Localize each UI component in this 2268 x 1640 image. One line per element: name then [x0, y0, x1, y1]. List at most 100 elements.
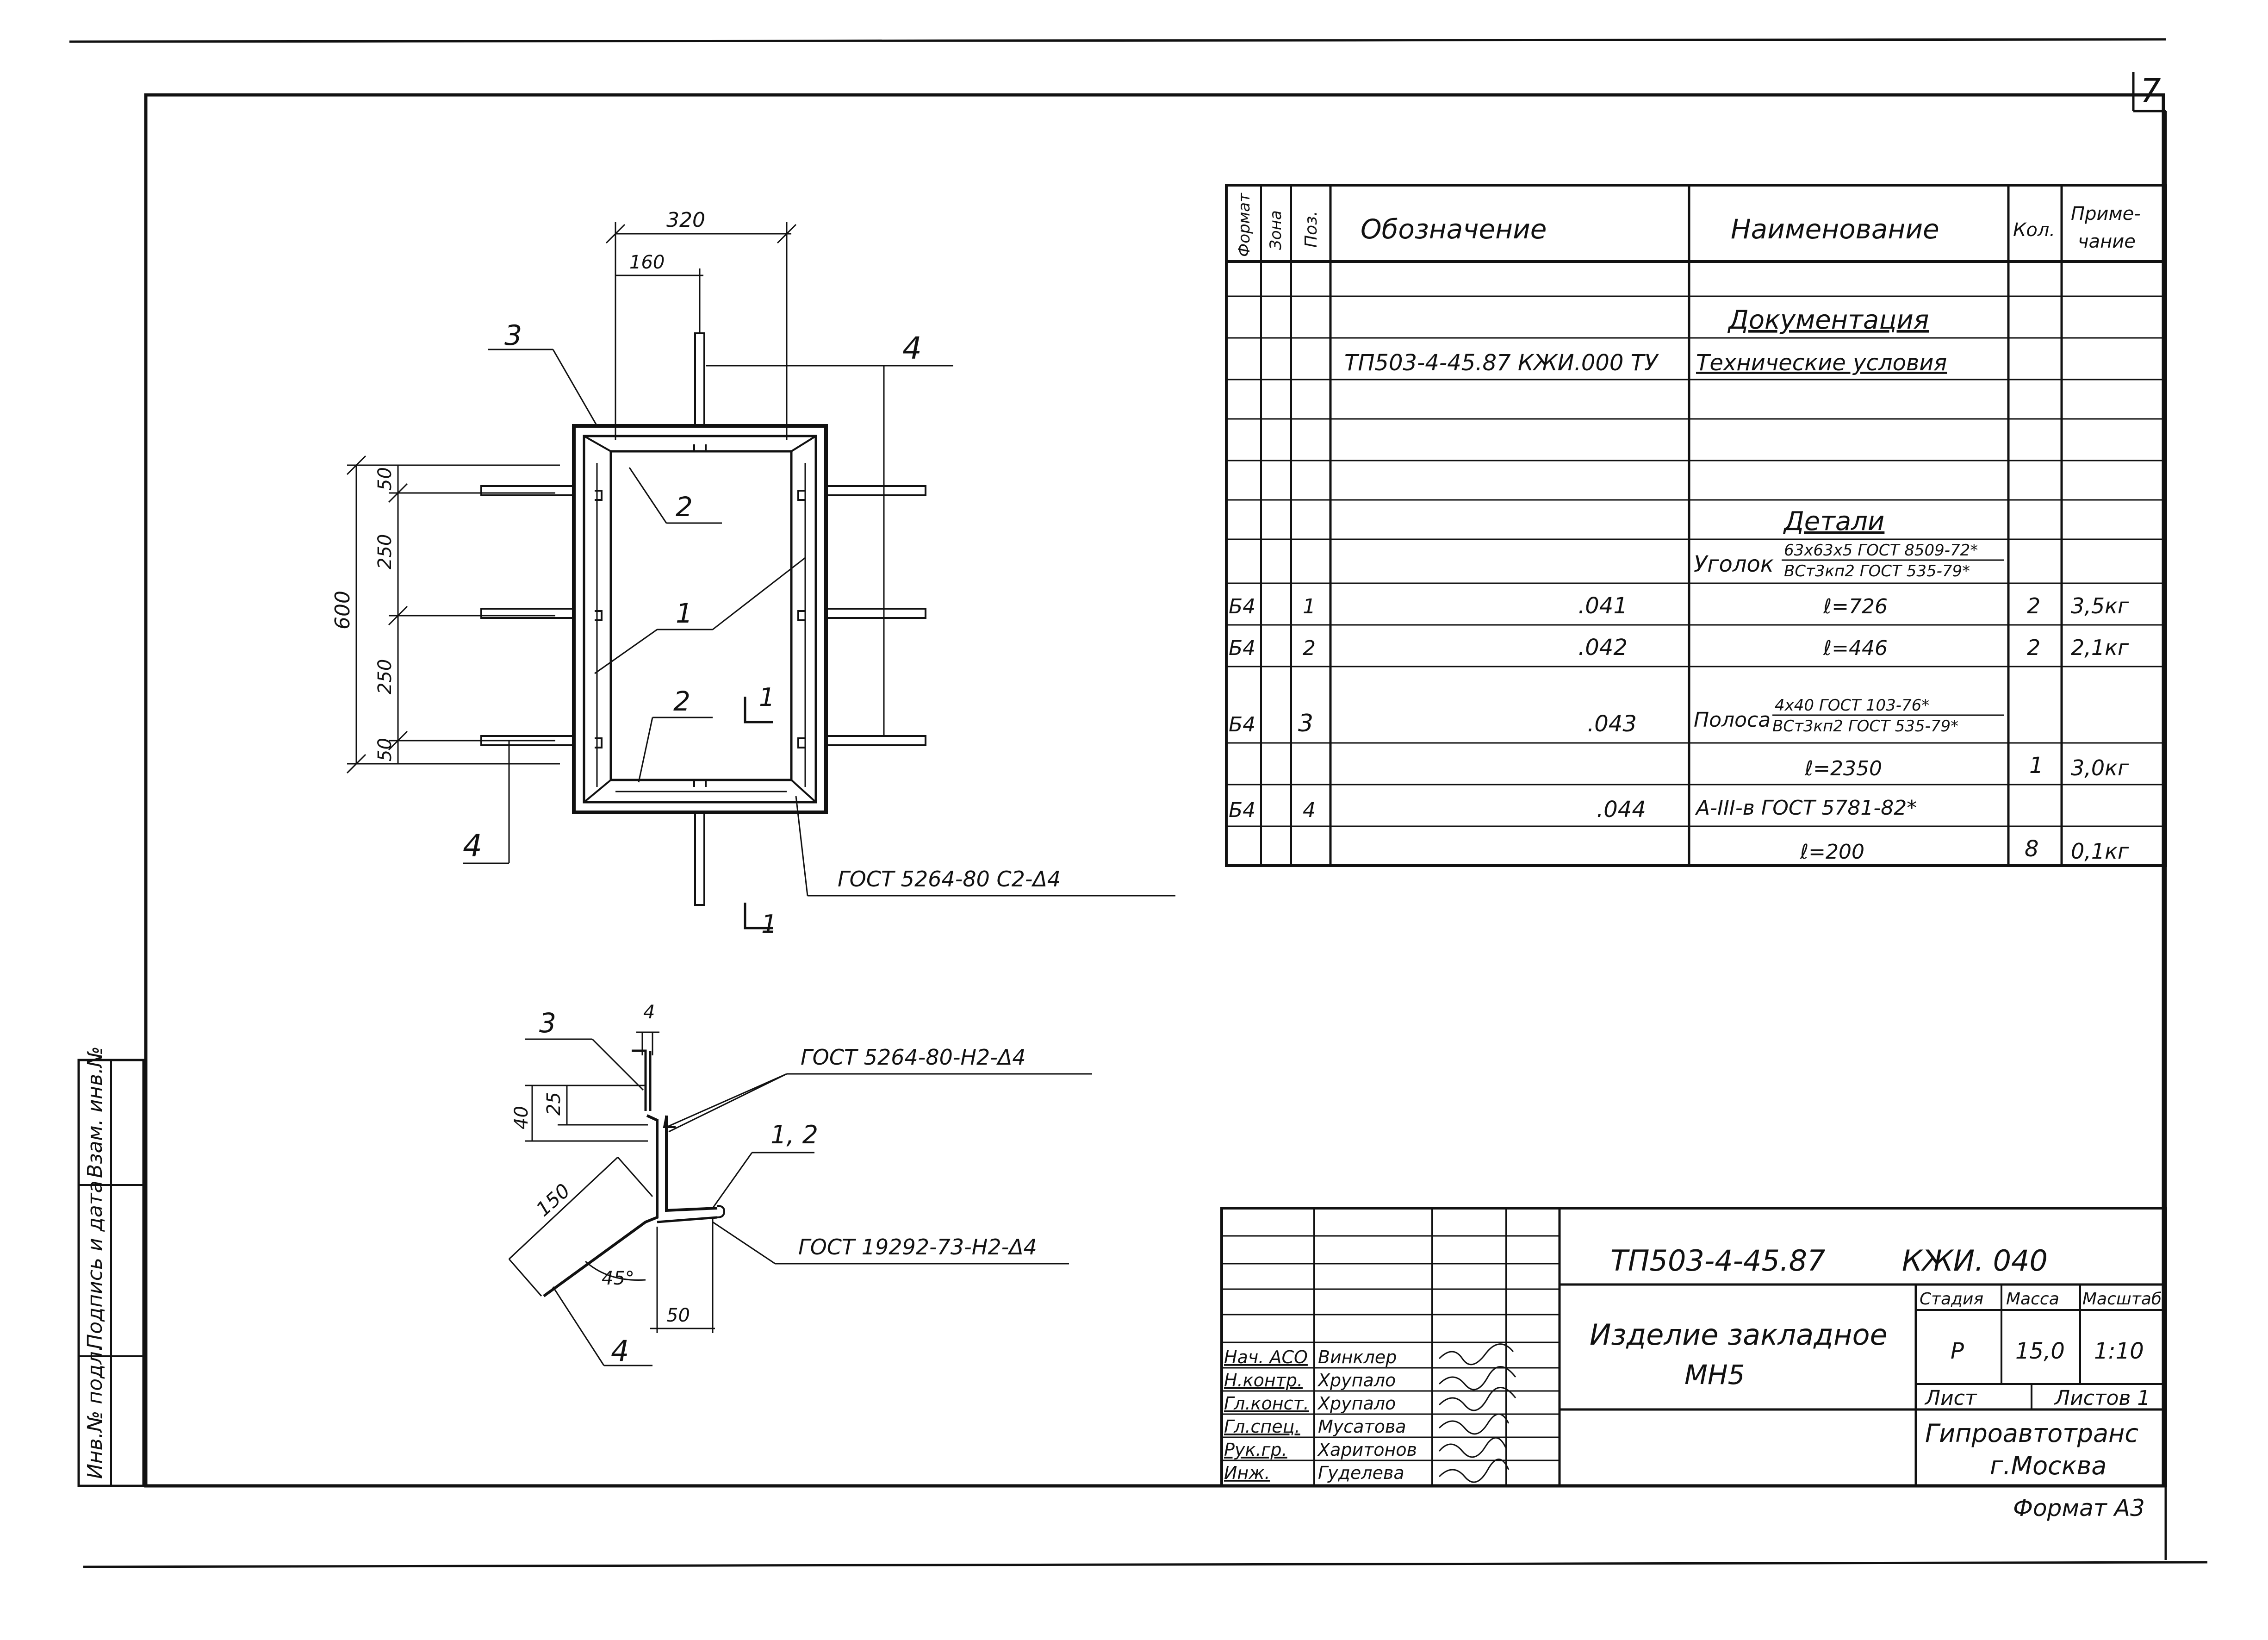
title-line-1: Изделие закладное [1590, 1318, 1888, 1352]
row2-pos: 2 [1303, 636, 1316, 660]
sig-role-2: Н.контр. [1224, 1370, 1303, 1391]
side-stamp-cell-3: Взам. инв.№ [83, 1046, 107, 1178]
sig-role-3: Гл.конст. [1224, 1393, 1309, 1414]
section-view: 4 40 25 150 45° 50 3 1, 2 4 [508, 1002, 1092, 1368]
strip-bottom: ВСт3кп2 ГОСТ 535-79* [1772, 717, 1958, 736]
doc-code: ТП503-4-45.87 [1610, 1244, 1826, 1278]
spec-table: Формат Зона Поз. Обозначение Наименовани… [1225, 184, 2167, 867]
row4-name: ℓ=2350 [1804, 757, 1882, 780]
mass-label: Масса [2006, 1290, 2059, 1309]
sec-weld-note-1: ГОСТ 5264-80-Н2-Δ4 [801, 1045, 1026, 1070]
row2-designation: .042 [1578, 635, 1628, 661]
side-stamp: Инв.№ подл. Подпись и дата Взам. инв.№ [77, 1046, 145, 1487]
row3-designation: .043 [1587, 711, 1637, 737]
sheet-label: Лист [1924, 1386, 1977, 1410]
side-stamp-cell-2: Подпись и дата [83, 1181, 107, 1349]
row2-note: 2,1кг [2071, 635, 2129, 660]
hdr-note-2: чание [2078, 231, 2136, 252]
callout-1: 1 [676, 598, 693, 629]
stage-label: Стадия [1920, 1290, 1983, 1309]
hdr-qty: Кол. [2013, 219, 2055, 241]
sig-name-2: Хрупало [1317, 1370, 1396, 1391]
row3-pos: 3 [1298, 710, 1313, 737]
row1-format: Б4 [1229, 595, 1255, 618]
strip-prefix: Полоса [1694, 708, 1771, 732]
plan-weld-note: ГОСТ 5264-80 С2-Δ4 [838, 867, 1061, 892]
hdr-designation: Обозначение [1361, 213, 1547, 245]
sec-dim-150: 150 [532, 1179, 574, 1221]
strip-top: 4x40 ГОСТ 103-76* [1775, 696, 1929, 715]
sec-dim-4: 4 [643, 1002, 655, 1023]
callout-2-bottom: 2 [673, 686, 690, 717]
hdr-zone: Зона [1267, 210, 1285, 250]
row6-name: ℓ=200 [1800, 840, 1864, 864]
sec-dim-50: 50 [666, 1305, 690, 1326]
title-line-2: МН5 [1684, 1359, 1745, 1391]
format-note: Формат А3 [2013, 1495, 2145, 1522]
dim-50-top: 50 [374, 467, 396, 491]
row1-name: ℓ=726 [1823, 595, 1888, 618]
sig-name-3: Хрупало [1317, 1393, 1396, 1414]
side-stamp-cell-1: Инв.№ подл. [83, 1345, 107, 1479]
angle-bottom: ВСт3кп2 ГОСТ 535-79* [1784, 562, 1970, 580]
row1-qty: 2 [2027, 593, 2040, 618]
callout-4-top: 4 [902, 330, 922, 366]
dim-50-bottom: 50 [374, 738, 396, 761]
dim-600: 600 [331, 591, 354, 630]
sec-dim-40: 40 [511, 1106, 532, 1129]
sig-name-4: Мусатова [1318, 1416, 1406, 1437]
section-mark-1-bottom: 1 [761, 910, 777, 939]
scale-value: 1:10 [2094, 1338, 2144, 1364]
sig-name-5: Харитонов [1317, 1440, 1417, 1460]
org-line-2: г.Москва [1990, 1451, 2106, 1480]
sec-weld-note-2: ГОСТ 19292-73-Н2-Δ4 [798, 1235, 1037, 1260]
hdr-name: Наименование [1731, 213, 1939, 245]
sig-role-6: Инж. [1224, 1463, 1270, 1483]
row5-pos: 4 [1303, 798, 1316, 822]
signature-scribbles [1438, 1343, 1516, 1483]
dim-320: 320 [666, 208, 705, 232]
doc-row-name: Технические условия [1696, 350, 1947, 376]
row1-note: 3,5кг [2071, 593, 2129, 618]
row1-designation: .041 [1578, 593, 1628, 619]
angle-top: 63x63x5 ГОСТ 8509-72* [1784, 541, 1978, 560]
row4-note: 3,0кг [2071, 755, 2129, 780]
sig-name-6: Гуделева [1318, 1463, 1404, 1483]
doc-row-designation: ТП503-4-45.87 КЖИ.000 ТУ [1344, 350, 1659, 376]
sec-dim-25: 25 [543, 1092, 565, 1116]
doc-suffix: КЖИ. 040 [1902, 1244, 2048, 1278]
angle-prefix: Уголок [1694, 551, 1774, 577]
row4-qty: 1 [2029, 753, 2044, 779]
sig-name-1: Винклер [1318, 1347, 1397, 1367]
callout-3: 3 [504, 319, 522, 352]
row2-qty: 2 [2027, 635, 2040, 660]
dim-250-a: 250 [374, 534, 396, 569]
plan-view: 320 160 600 50 250 250 50 3 4 2 1 [331, 208, 1175, 939]
row5-designation: .044 [1597, 797, 1646, 823]
sig-role-4: Гл.спец. [1224, 1416, 1300, 1437]
sec-callout-1-2: 1, 2 [770, 1120, 818, 1149]
page-number: 7 [2140, 72, 2161, 110]
hdr-pos: Поз. [1302, 211, 1321, 248]
section-documentation: Документация [1727, 305, 1929, 335]
dim-250-b: 250 [374, 659, 396, 694]
sec-angle-45: 45° [602, 1268, 634, 1289]
row2-format: Б4 [1229, 636, 1255, 660]
sheets-label: Листов 1 [2054, 1386, 2150, 1410]
callout-2-top: 2 [676, 491, 693, 523]
hdr-format: Формат [1235, 193, 1254, 257]
section-details: Детали [1783, 506, 1884, 536]
mass-value: 15,0 [2015, 1338, 2065, 1364]
sec-callout-4: 4 [611, 1334, 629, 1368]
row6-qty: 8 [2025, 836, 2039, 862]
section-mark-1-top: 1 [759, 683, 775, 712]
callout-4-bottom: 4 [463, 828, 482, 864]
row3-format: Б4 [1229, 713, 1255, 736]
scale-label: Масштаб [2082, 1290, 2162, 1309]
row6-note: 0,1кг [2071, 839, 2129, 864]
dim-160: 160 [629, 252, 665, 273]
row5-name: A-III-в ГОСТ 5781-82* [1695, 796, 1917, 820]
row1-pos: 1 [1303, 595, 1316, 618]
row5-format: Б4 [1229, 798, 1255, 822]
